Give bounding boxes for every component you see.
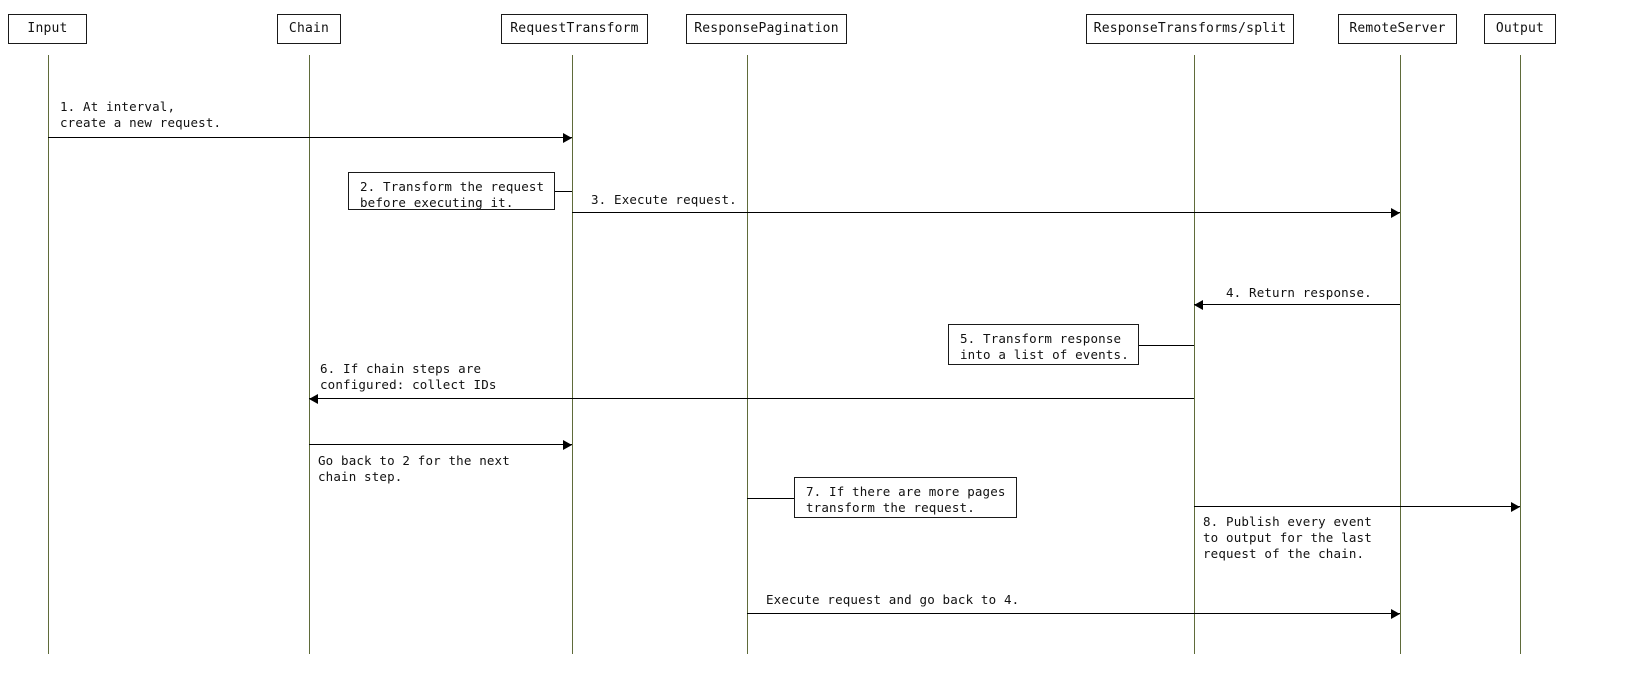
message-line-m1 xyxy=(48,137,572,138)
message-line-m6 xyxy=(309,398,1194,399)
participant-remote[interactable]: RemoteServer xyxy=(1338,14,1457,44)
lifeline-chain xyxy=(309,55,310,654)
note-connector-n7 xyxy=(747,498,794,499)
arrowhead-m-exec xyxy=(1391,609,1400,619)
lifeline-reqtrans xyxy=(572,55,573,654)
participant-respPage[interactable]: ResponsePagination xyxy=(686,14,847,44)
note-connector-n2 xyxy=(555,191,572,192)
lifeline-respPage xyxy=(747,55,748,654)
note-connector-n5 xyxy=(1139,345,1194,346)
participant-respTrans[interactable]: ResponseTransforms/split xyxy=(1086,14,1294,44)
lifeline-output xyxy=(1520,55,1521,654)
message-line-m8 xyxy=(1194,506,1520,507)
message-line-m4 xyxy=(1194,304,1400,305)
message-label-m-goback: Go back to 2 for the next chain step. xyxy=(318,453,510,484)
participant-reqtrans[interactable]: RequestTransform xyxy=(501,14,648,44)
message-label-m6: 6. If chain steps are configured: collec… xyxy=(320,361,497,392)
lifeline-remote xyxy=(1400,55,1401,654)
message-line-m-goback xyxy=(309,444,572,445)
message-line-m3 xyxy=(572,212,1400,213)
arrowhead-m6 xyxy=(309,394,318,404)
message-label-m4: 4. Return response. xyxy=(1226,285,1372,300)
message-label-m1: 1. At interval, create a new request. xyxy=(60,99,222,130)
message-label-m-exec: Execute request and go back to 4. xyxy=(766,592,1020,607)
message-label-m8: 8. Publish every event to output for the… xyxy=(1203,514,1372,561)
participant-output[interactable]: Output xyxy=(1484,14,1556,44)
message-line-m-exec xyxy=(747,613,1400,614)
arrowhead-m1 xyxy=(563,133,572,143)
note-n2: 2. Transform the request before executin… xyxy=(348,172,555,210)
lifeline-input xyxy=(48,55,49,654)
arrowhead-m8 xyxy=(1511,502,1520,512)
message-label-m3: 3. Execute request. xyxy=(591,192,737,207)
arrowhead-m4 xyxy=(1194,300,1203,310)
arrowhead-m-goback xyxy=(563,440,572,450)
note-n5: 5. Transform response into a list of eve… xyxy=(948,324,1139,365)
note-n7: 7. If there are more pages transform the… xyxy=(794,477,1017,518)
arrowhead-m3 xyxy=(1391,208,1400,218)
lifeline-respTrans xyxy=(1194,55,1195,654)
participant-input[interactable]: Input xyxy=(8,14,87,44)
participant-chain[interactable]: Chain xyxy=(277,14,341,44)
